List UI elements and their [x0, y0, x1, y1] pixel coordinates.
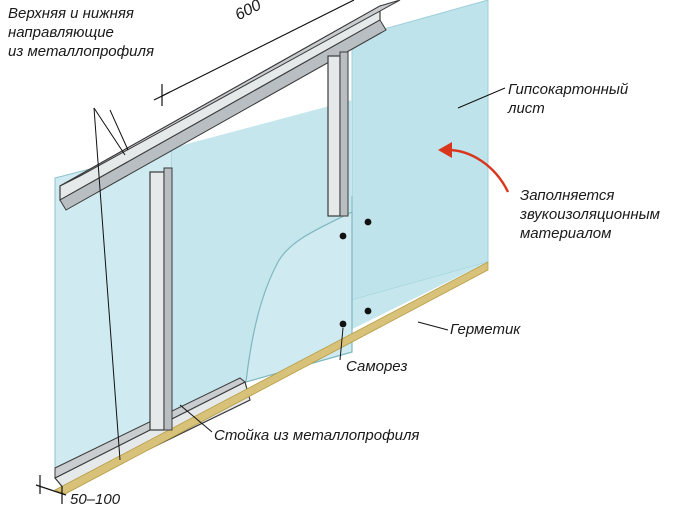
label-sound-insulation: Заполняется звукоизоляционным материалом [520, 187, 660, 242]
dim-600-line [161, 0, 355, 97]
cutaway-edge [245, 211, 353, 383]
screw-dot [339, 320, 347, 328]
stud-right [327, 51, 349, 217]
leader-guides-1 [93, 107, 126, 156]
dim-600-tick [153, 91, 171, 101]
leader-screw [339, 327, 344, 361]
dim-offset-line [35, 484, 67, 496]
leader-stud [179, 404, 213, 433]
insulation-arrow [447, 148, 510, 193]
top-guide-rail-flange [59, 19, 387, 211]
top-guide-rail-lip [59, 0, 401, 187]
gypsum-board [351, 0, 489, 301]
label-screw: Саморез [346, 358, 408, 375]
label-gypsum-sheet: Гипсокартонный лист [508, 81, 629, 117]
label-stud: Стойка из металлопрофиля [214, 427, 420, 444]
screw-dot [364, 218, 372, 226]
insulation-arrow-head [438, 142, 452, 158]
leader-sealant [417, 321, 449, 331]
label-top-bottom-guides: Верхняя и нижняя направляющие из металло… [8, 5, 154, 60]
leader-gypsum [457, 87, 506, 109]
screw-dot [339, 232, 347, 240]
label-dim-offset: 50–100 [70, 491, 121, 508]
screw-dot [364, 307, 372, 315]
label-sealant: Герметик [450, 321, 521, 338]
leader-guides-3 [109, 109, 129, 151]
stud-left [149, 167, 173, 431]
leader-guides-2 [93, 107, 121, 461]
